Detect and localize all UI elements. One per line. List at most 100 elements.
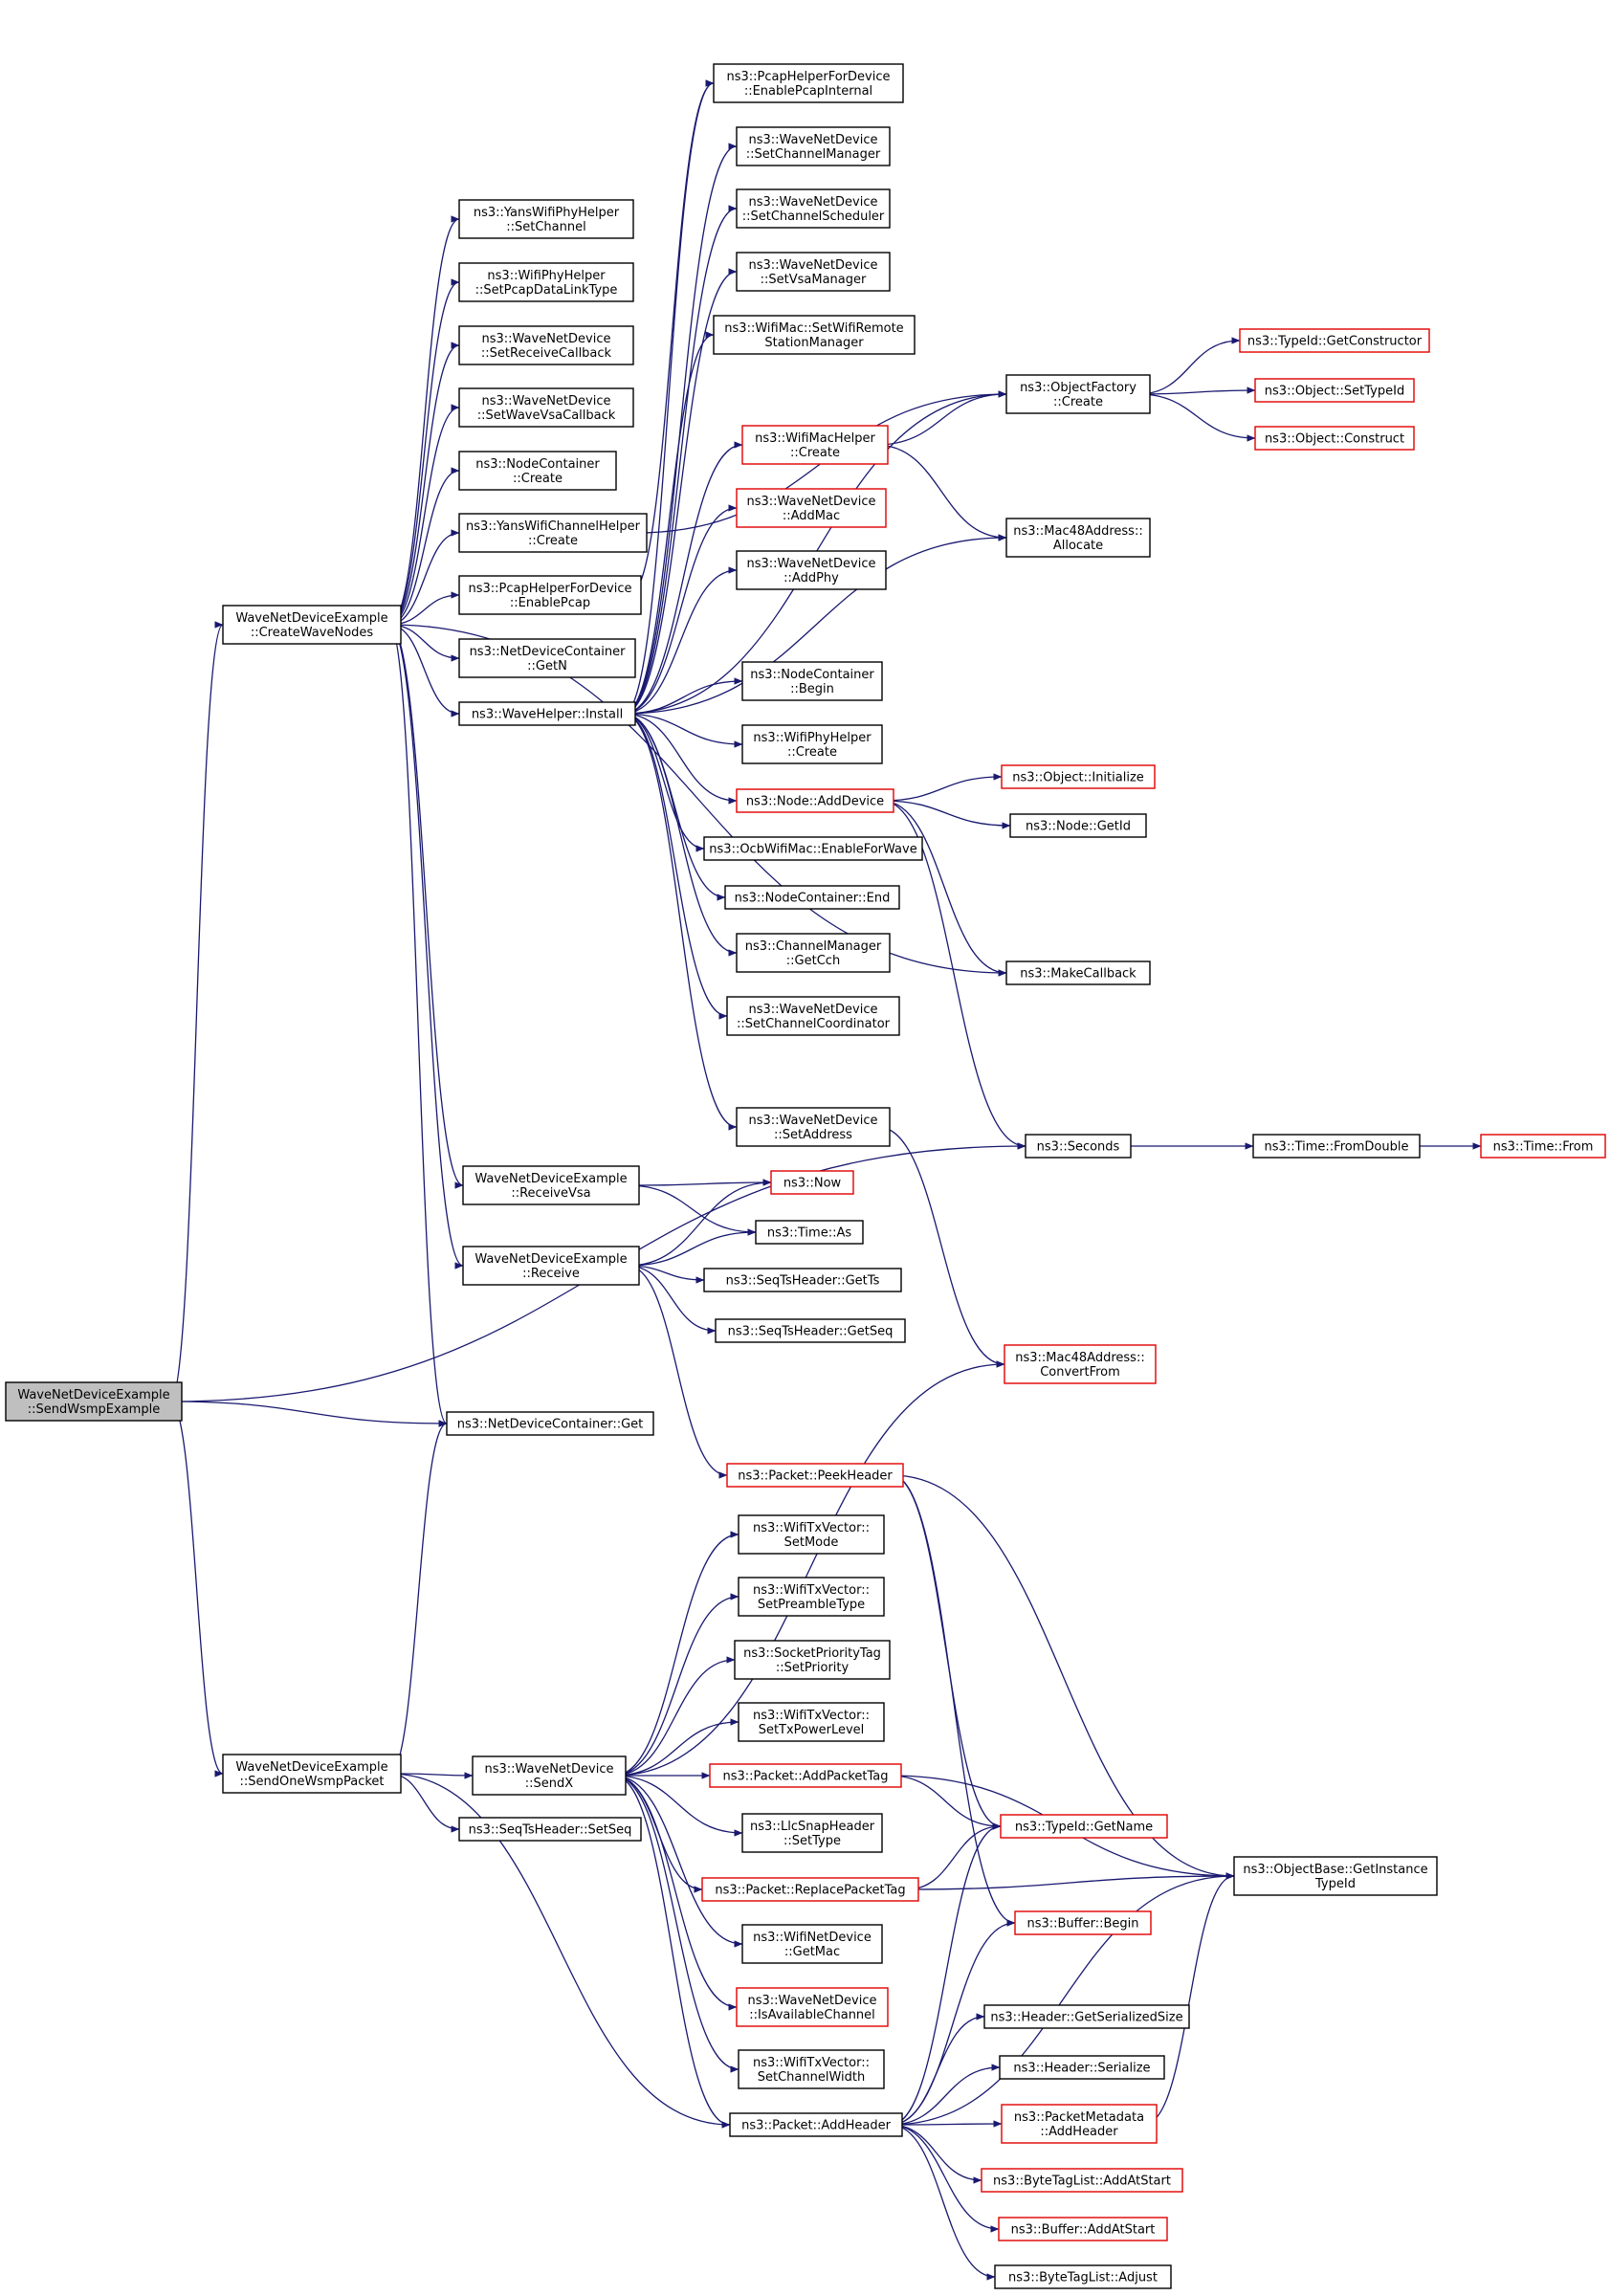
graph-node[interactable]: ns3::WaveNetDevice::AddMac — [736, 488, 887, 528]
graph-node[interactable]: ns3::Packet::PeekHeader — [726, 1463, 904, 1488]
graph-node[interactable]: ns3::WaveNetDevice::SetChannelCoordinato… — [726, 996, 900, 1036]
graph-node[interactable]: ns3::Object::SetTypeId — [1254, 378, 1415, 403]
graph-node[interactable]: ns3::TypeId::GetName — [1000, 1814, 1168, 1839]
graph-node[interactable]: ns3::NetDeviceContainer::Get — [446, 1411, 654, 1436]
graph-node[interactable]: ns3::PcapHelperForDevice::EnablePcapInte… — [713, 63, 904, 103]
edge-path — [388, 624, 464, 1189]
node-box — [738, 1577, 885, 1617]
node-label: ns3::WaveHelper::Install — [472, 708, 623, 722]
graph-node[interactable]: ns3::YansWifiChannelHelper::Create — [458, 513, 648, 553]
graph-node[interactable]: ns3::WaveHelper::Install — [458, 701, 636, 726]
graph-node[interactable]: ns3::Time::FromDouble — [1252, 1134, 1421, 1159]
graph-node[interactable]: ns3::NodeContainer::End — [724, 885, 900, 910]
node-label: ::SetAddress — [774, 1128, 852, 1142]
node-box — [462, 1246, 640, 1286]
graph-node[interactable]: ns3::WifiTxVector::SetPreambleType — [738, 1577, 885, 1617]
graph-node[interactable]: ns3::Packet::AddHeader — [729, 2112, 903, 2137]
graph-node[interactable]: ns3::SeqTsHeader::SetSeq — [458, 1817, 642, 1842]
graph-node[interactable]: ns3::Seconds — [1025, 1134, 1132, 1159]
call-edge — [889, 1775, 1002, 1830]
graph-node[interactable]: ns3::ByteTagList::AddAtStart — [981, 2168, 1183, 2193]
graph-node[interactable]: ns3::WaveNetDevice::SetAddress — [736, 1107, 891, 1147]
graph-node[interactable]: WaveNetDeviceExample::ReceiveVsa — [462, 1165, 640, 1205]
graph-node[interactable]: ns3::NodeContainer::Begin — [741, 661, 883, 701]
graph-node[interactable]: ns3::WifiTxVector::SetMode — [738, 1514, 885, 1555]
node-box — [458, 387, 634, 428]
graph-node[interactable]: ns3::Object::Construct — [1254, 426, 1415, 451]
graph-node[interactable]: ns3::Packet::ReplacePacketTag — [701, 1877, 919, 1902]
graph-node[interactable]: ns3::TypeId::GetConstructor — [1239, 328, 1430, 353]
graph-node[interactable]: ns3::WifiNetDevice::GetMac — [741, 1924, 883, 1964]
node-label: ns3::SeqTsHeader::GetTs — [726, 1274, 880, 1289]
graph-node[interactable]: ns3::Node::GetId — [1009, 813, 1147, 838]
graph-node[interactable]: ns3::Now — [770, 1170, 854, 1195]
graph-node[interactable]: ns3::NetDeviceContainer::GetN — [458, 638, 636, 678]
graph-node[interactable]: ns3::Node::AddDevice — [736, 788, 894, 813]
call-edge — [388, 215, 460, 626]
node-label: ::SetPriority — [776, 1661, 850, 1675]
graph-node[interactable]: ns3::MakeCallback — [1005, 960, 1151, 985]
edge-path — [613, 1531, 739, 1777]
call-edge — [906, 1822, 1002, 1890]
graph-node[interactable]: ns3::WaveNetDevice::IsAvailableChannel — [736, 1987, 889, 2027]
graph-node[interactable]: ns3::WaveNetDevice::SetVsaManager — [736, 252, 891, 292]
node-label: ns3::WaveNetDevice — [746, 495, 875, 509]
graph-node[interactable]: ns3::ByteTagList::Adjust — [994, 2264, 1172, 2289]
graph-node[interactable]: ns3::Object::Initialize — [1001, 764, 1156, 789]
graph-node[interactable]: ns3::WaveNetDevice::SetReceiveCallback — [458, 325, 634, 365]
graph-node[interactable]: ns3::Mac48Address::ConvertFrom — [1004, 1344, 1157, 1384]
graph-node[interactable]: WaveNetDeviceExample::Receive — [462, 1246, 640, 1286]
graph-node[interactable]: ns3::Mac48Address::Allocate — [1005, 518, 1151, 558]
graph-node[interactable]: ns3::Packet::AddPacketTag — [709, 1763, 902, 1788]
graph-node[interactable]: ns3::WifiMacHelper::Create — [741, 425, 889, 465]
graph-node[interactable]: ns3::WaveNetDevice::SetChannelScheduler — [736, 188, 891, 229]
graph-node[interactable]: ns3::PcapHelperForDevice::EnablePcap — [458, 575, 642, 615]
node-label: ns3::YansWifiChannelHelper — [466, 519, 641, 534]
edge-path — [388, 215, 460, 626]
node-label: ::SetReceiveCallback — [481, 346, 612, 361]
graph-node[interactable]: ns3::Time::As — [755, 1220, 864, 1245]
node-box — [734, 1640, 891, 1680]
graph-node[interactable]: ns3::OcbWifiMac::EnableForWave — [703, 836, 923, 861]
graph-node[interactable]: ns3::Buffer::Begin — [1014, 1910, 1152, 1935]
graph-node[interactable]: ns3::WifiPhyHelper::SetPcapDataLinkType — [458, 262, 634, 302]
call-edge — [388, 404, 460, 626]
node-box — [458, 575, 642, 615]
graph-node[interactable]: WaveNetDeviceExample::CreateWaveNodes — [222, 605, 402, 645]
graph-node[interactable]: ns3::ChannelManager::GetCch — [736, 933, 891, 973]
node-box — [736, 252, 891, 292]
graph-node[interactable]: ns3::WaveNetDevice::SendX — [472, 1755, 627, 1796]
edge-path — [627, 1179, 772, 1267]
graph-node[interactable]: ns3::WifiTxVector::SetTxPowerLevel — [738, 1702, 885, 1742]
node-label: WaveNetDeviceExample — [17, 1388, 169, 1402]
node-box — [1233, 1856, 1438, 1896]
edge-path — [627, 1265, 728, 1479]
graph-node[interactable]: ns3::SocketPriorityTag::SetPriority — [734, 1640, 891, 1680]
graph-node[interactable]: ns3::Time::From — [1480, 1134, 1606, 1159]
graph-node[interactable]: ns3::YansWifiPhyHelper::SetChannel — [458, 199, 634, 239]
node-box — [736, 550, 887, 590]
graph-node[interactable]: ns3::PacketMetadata::AddHeader — [1001, 2104, 1158, 2144]
call-edge — [623, 268, 738, 715]
graph-node[interactable]: ns3::ObjectFactory::Create — [1005, 374, 1151, 414]
graph-node[interactable]: ns3::SeqTsHeader::GetTs — [703, 1268, 902, 1292]
graph-node[interactable]: ns3::WaveNetDevice::SetChannelManager — [736, 126, 891, 166]
edge-path — [613, 1775, 743, 1837]
graph-node[interactable]: WaveNetDeviceExample::SendOneWsmpPacket — [222, 1754, 402, 1794]
graph-node[interactable]: ns3::NodeContainer::Create — [458, 451, 617, 491]
graph-node[interactable]: ns3::SeqTsHeader::GetSeq — [715, 1318, 906, 1343]
graph-node[interactable]: ns3::WifiPhyHelper::Create — [741, 724, 883, 764]
graph-node[interactable]: ns3::WifiMac::SetWifiRemoteStationManage… — [713, 315, 916, 355]
graph-node[interactable]: ns3::WaveNetDevice::SetWaveVsaCallback — [458, 387, 634, 428]
call-edge — [881, 773, 1003, 802]
call-edge — [881, 800, 1007, 977]
graph-node[interactable]: ns3::Buffer::AddAtStart — [998, 2217, 1168, 2241]
graph-node[interactable]: ns3::WaveNetDevice::AddPhy — [736, 550, 887, 590]
graph-node[interactable]: ns3::WifiTxVector::SetChannelWidth — [738, 2049, 885, 2089]
edge-path — [623, 713, 738, 1131]
graph-node[interactable]: ns3::Header::GetSerializedSize — [983, 2004, 1190, 2029]
graph-node[interactable]: ns3::LlcSnapHeader::SetType — [741, 1813, 883, 1853]
node-box — [994, 2264, 1172, 2289]
graph-node[interactable]: ns3::Header::Serialize — [999, 2055, 1165, 2080]
